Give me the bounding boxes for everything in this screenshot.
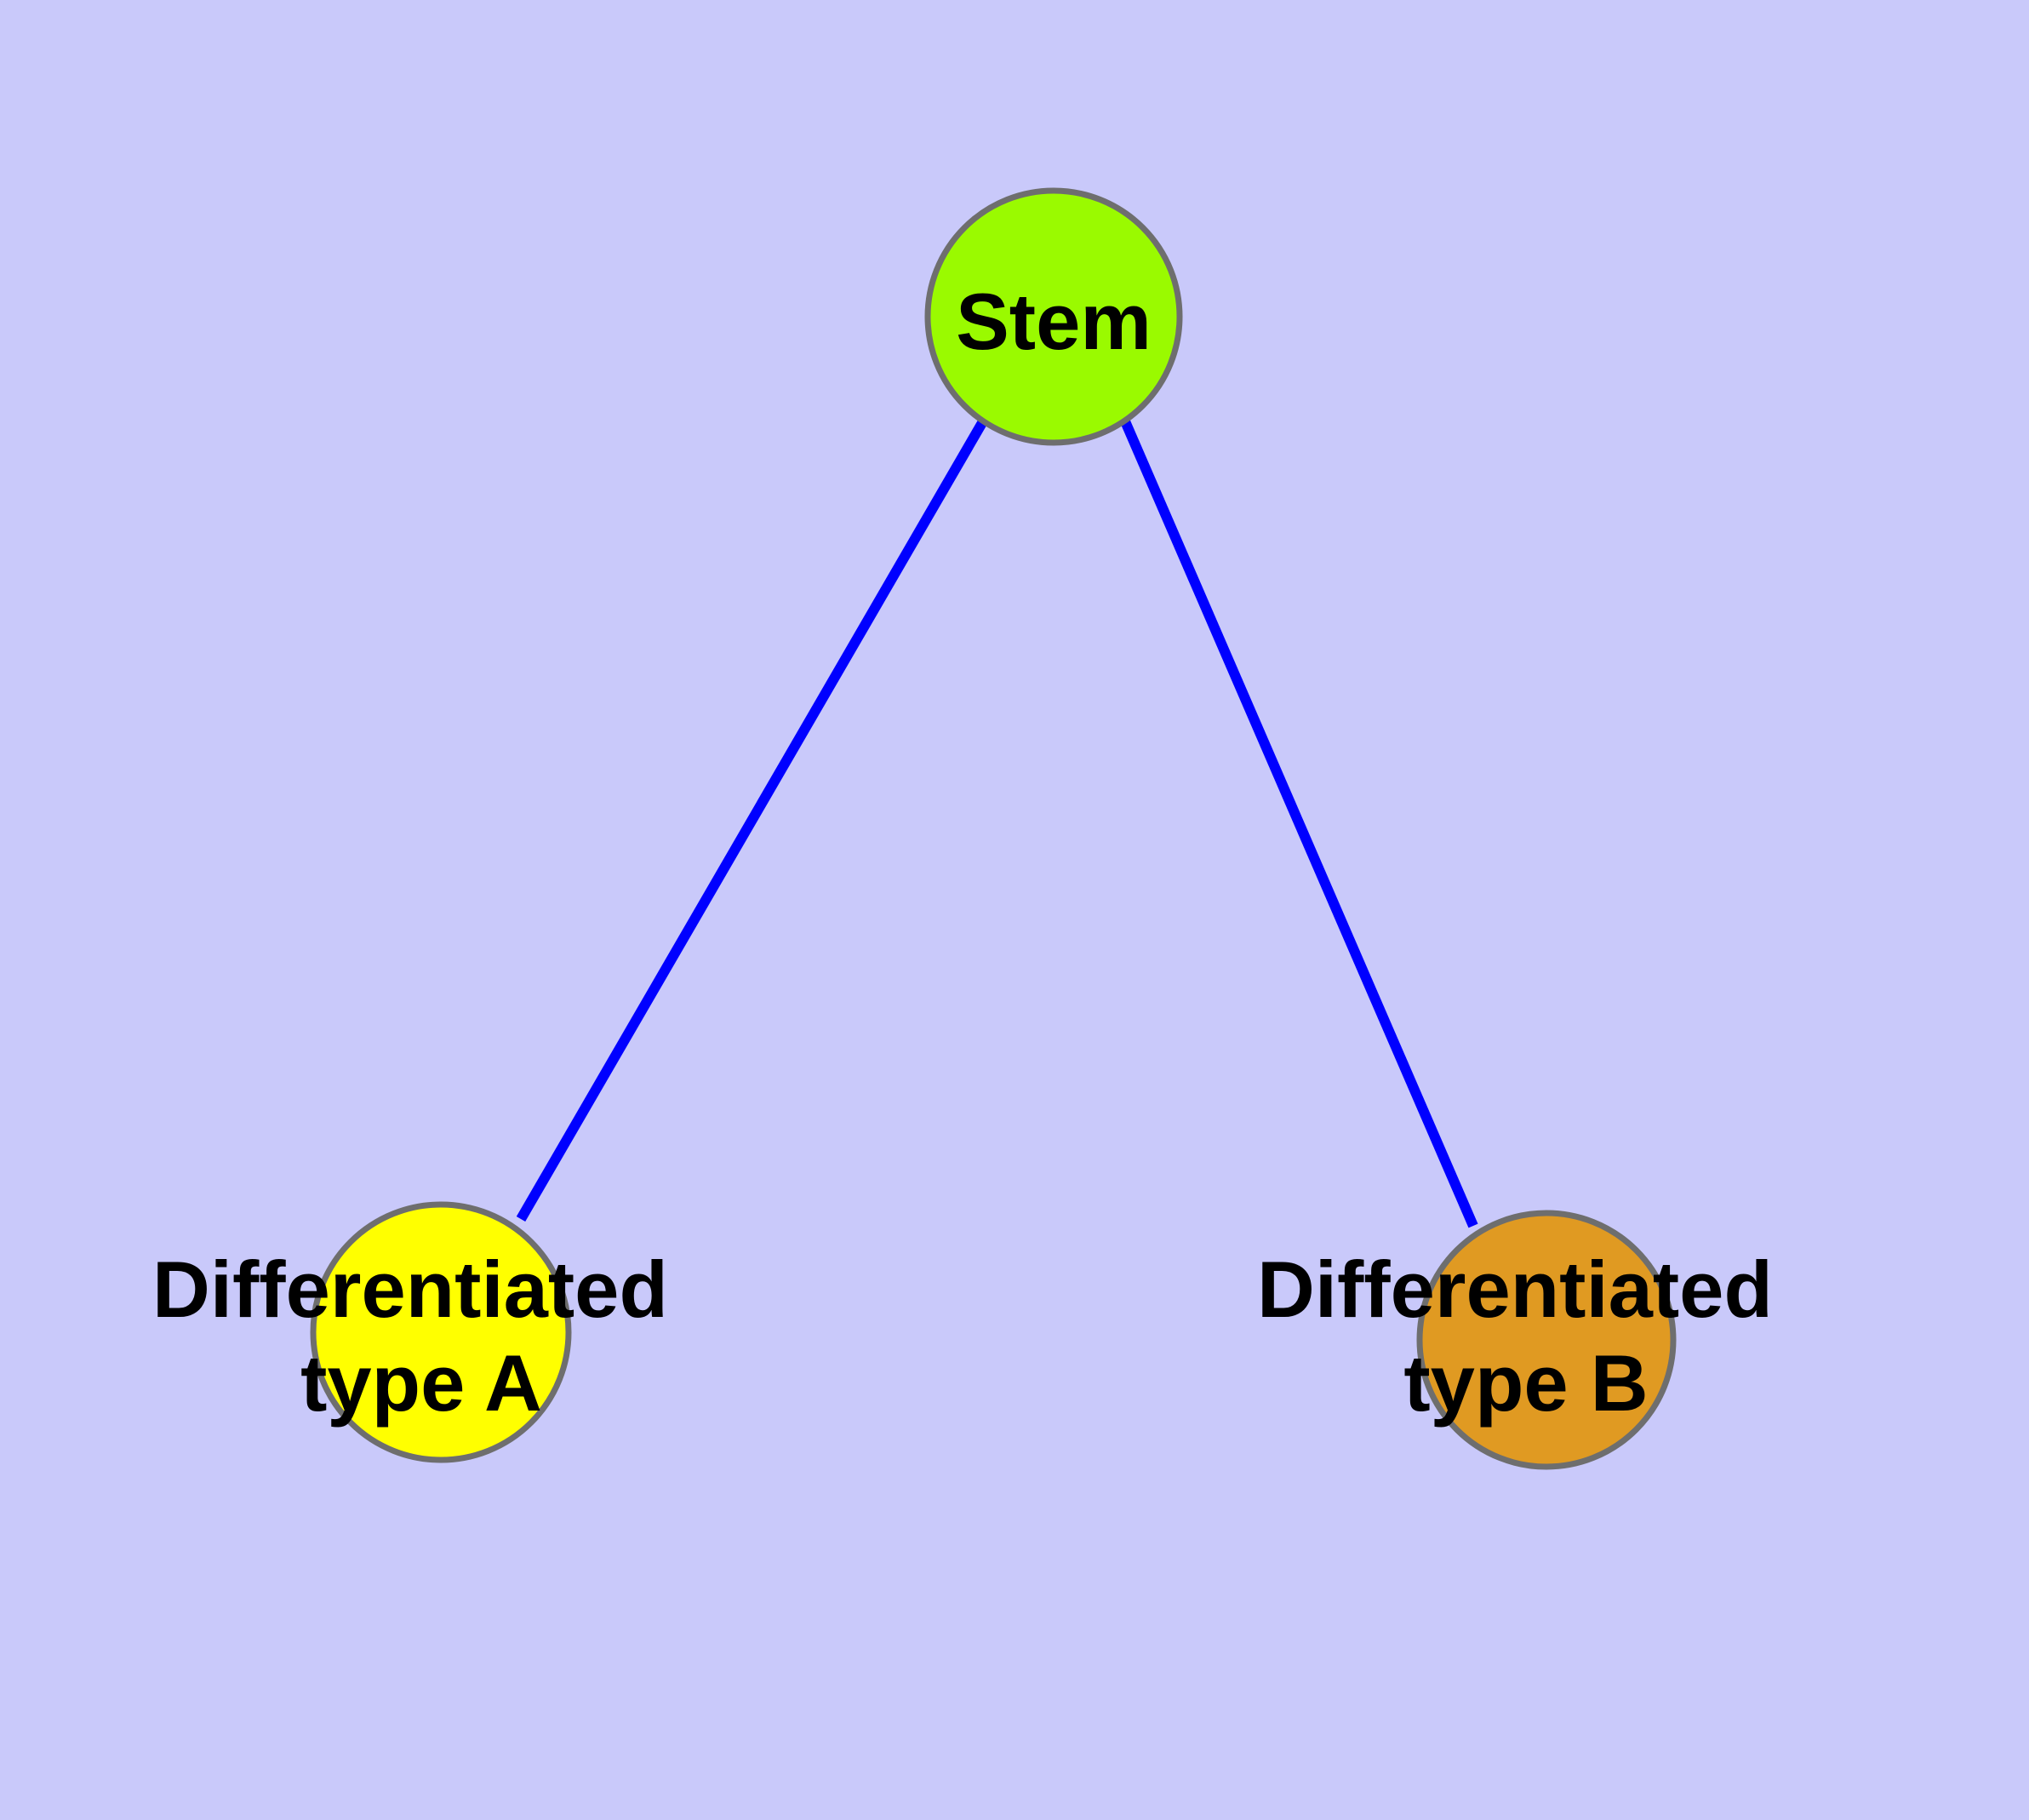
node-stem-label: Stem (956, 277, 1152, 366)
node-differentiated-type-a-circle[interactable] (310, 1201, 572, 1463)
node-stem[interactable]: Stem (924, 187, 1183, 446)
node-differentiated-type-b-label-line-0: Differentiated (1257, 1245, 1773, 1334)
edges-group (516, 418, 1478, 1228)
node-differentiated-type-b-circle[interactable] (1416, 1210, 1677, 1470)
edge-stem-to-differentiated-type-b[interactable] (1120, 419, 1478, 1228)
node-differentiated-type-b[interactable]: Differentiated type B (1257, 1210, 1795, 1470)
node-differentiated-type-a-label-line-0: Differentiated (152, 1245, 668, 1334)
node-differentiated-type-b-label-line-1: type B (1403, 1338, 1648, 1428)
node-differentiated-type-a-label: Differentiated type A (152, 1245, 690, 1428)
node-differentiated-type-b-label: Differentiated type B (1257, 1245, 1795, 1428)
edge-stem-to-differentiated-type-a[interactable] (516, 418, 988, 1222)
nodes-group: Stem Differentiated type A Differentiate… (152, 187, 1795, 1470)
node-stem-circle[interactable] (924, 187, 1183, 446)
node-differentiated-type-a-label-line-1: type A (300, 1338, 542, 1428)
node-stem-label-line-0: Stem (956, 277, 1152, 366)
node-differentiated-type-a[interactable]: Differentiated type A (152, 1201, 690, 1463)
